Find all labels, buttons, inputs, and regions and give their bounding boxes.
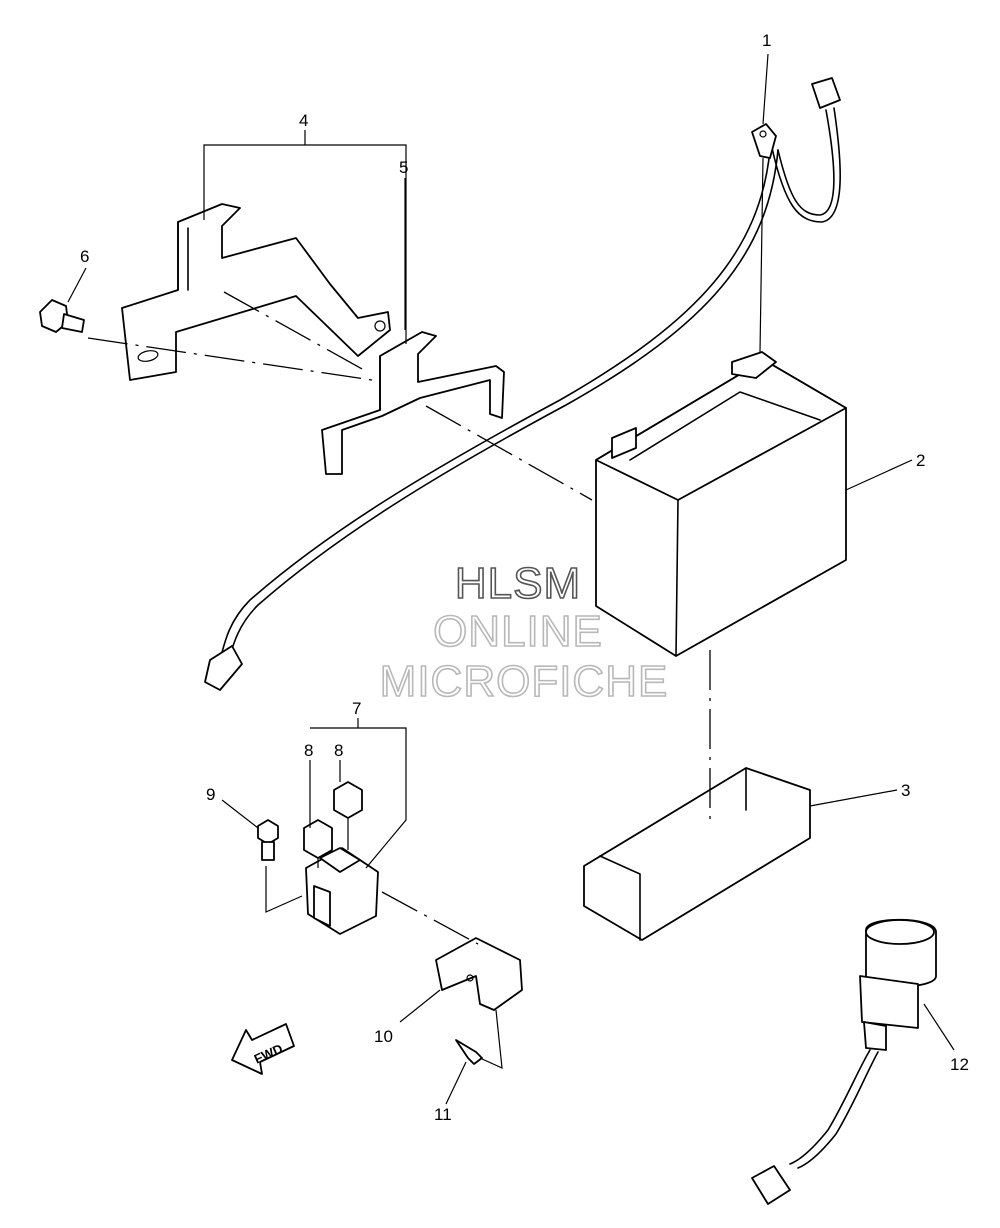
watermark: HLSM ONLINE MICROFICHE (379, 558, 669, 707)
callout-labels: 1 2 3 4 5 6 7 8 8 9 10 11 12 (80, 31, 969, 1124)
bolt-part-6 (39, 299, 85, 333)
watermark-line-3: MICROFICHE (380, 657, 669, 706)
callout-6: 6 (80, 247, 89, 266)
callout-12: 12 (950, 1055, 969, 1074)
fwd-arrow-icon: FWD (231, 1023, 295, 1075)
battery-part (595, 351, 847, 657)
battery-band-part (583, 767, 811, 941)
callout-9: 9 (206, 785, 215, 804)
callout-2: 2 (916, 451, 925, 470)
callout-1: 1 (762, 31, 771, 50)
battery-cable-part (204, 77, 841, 691)
dc-socket-part (751, 918, 937, 1205)
fuse-part-1 (303, 819, 333, 859)
bolt-part-9 (257, 819, 279, 861)
bracket-part-10 (435, 937, 523, 1011)
callout-11: 11 (434, 1105, 452, 1124)
callout-3: 3 (901, 781, 910, 800)
callout-8a: 8 (304, 741, 313, 760)
callout-7: 7 (352, 699, 361, 718)
callout-8b: 8 (334, 741, 343, 760)
bracket-part-5 (321, 331, 505, 475)
callout-5: 5 (399, 158, 408, 177)
callout-10: 10 (374, 1027, 393, 1046)
rivet-part-11 (455, 1039, 483, 1065)
bracket-part-4 (121, 203, 391, 381)
watermark-line-2: ONLINE (433, 607, 603, 656)
fuse-part-2 (333, 781, 363, 819)
watermark-line-1: HLSM (455, 559, 581, 608)
starter-relay-part (305, 847, 379, 935)
leader-lines (67, 53, 955, 1105)
callout-4: 4 (299, 111, 308, 130)
